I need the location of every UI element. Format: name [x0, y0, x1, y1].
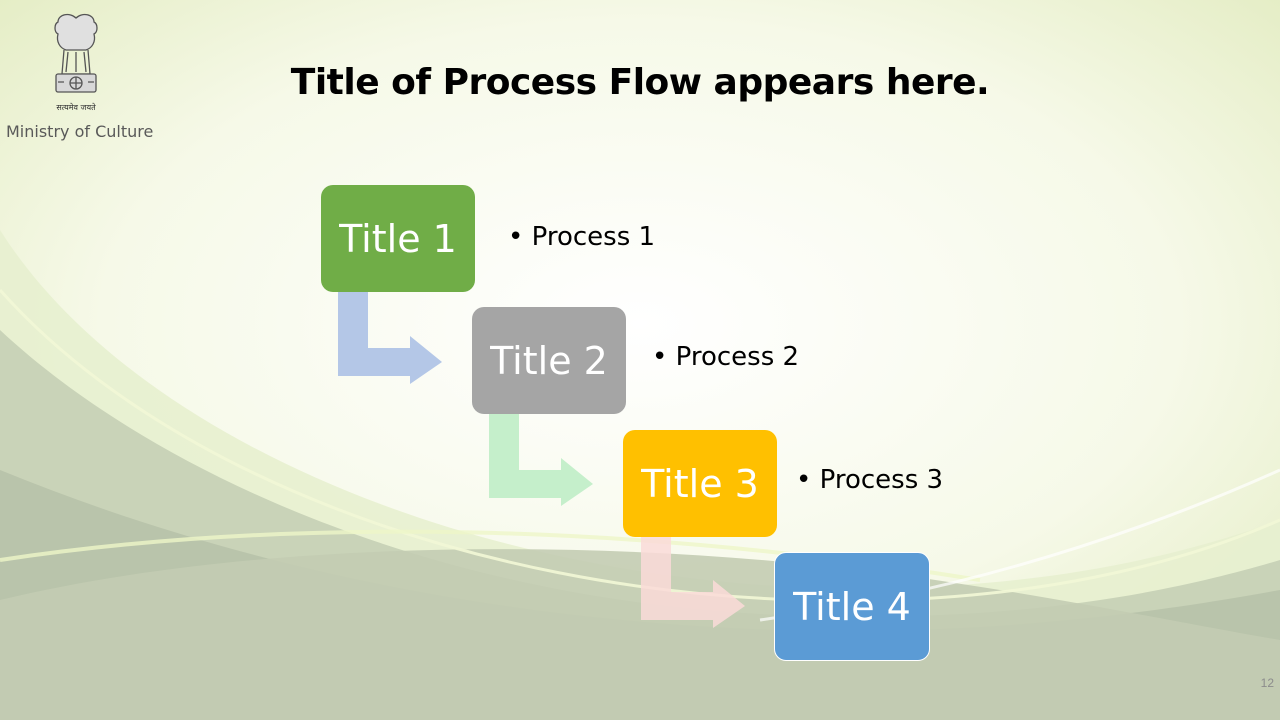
step-box-2: Title 2: [472, 307, 626, 414]
step-title-1: Title 1: [339, 216, 457, 261]
step-title-4: Title 4: [793, 584, 911, 629]
flow-arrow-1: [338, 292, 442, 384]
arrow-shape-2: [489, 414, 593, 506]
page-number: 12: [1260, 676, 1274, 690]
emblem-motto: सत्यमेव जयते: [56, 102, 96, 112]
step-box-4: Title 4: [774, 552, 930, 661]
national-emblem-logo: सत्यमेव जयते: [54, 13, 98, 112]
step-box-1: Title 1: [321, 185, 475, 292]
flow-arrow-2: [489, 414, 593, 506]
ministry-label: Ministry of Culture: [6, 122, 154, 141]
bullet-icon: •: [652, 342, 676, 372]
process-item-1: • Process 1: [508, 222, 655, 252]
process-item-3: • Process 3: [796, 465, 943, 495]
arrow-shape-3: [641, 536, 745, 628]
step-title-3: Title 3: [641, 461, 759, 506]
slide-title: Title of Process Flow appears here.: [290, 62, 990, 103]
bullet-icon: •: [508, 222, 532, 252]
process-label-2: Process 2: [675, 342, 800, 372]
process-item-2: • Process 2: [652, 342, 799, 372]
process-label-3: Process 3: [819, 465, 944, 495]
bullet-icon: •: [796, 465, 820, 495]
step-title-2: Title 2: [490, 338, 608, 383]
process-label-1: Process 1: [531, 222, 656, 252]
arrow-shape-1: [338, 292, 442, 384]
flow-arrow-3: [641, 536, 745, 628]
step-box-3: Title 3: [623, 430, 777, 537]
